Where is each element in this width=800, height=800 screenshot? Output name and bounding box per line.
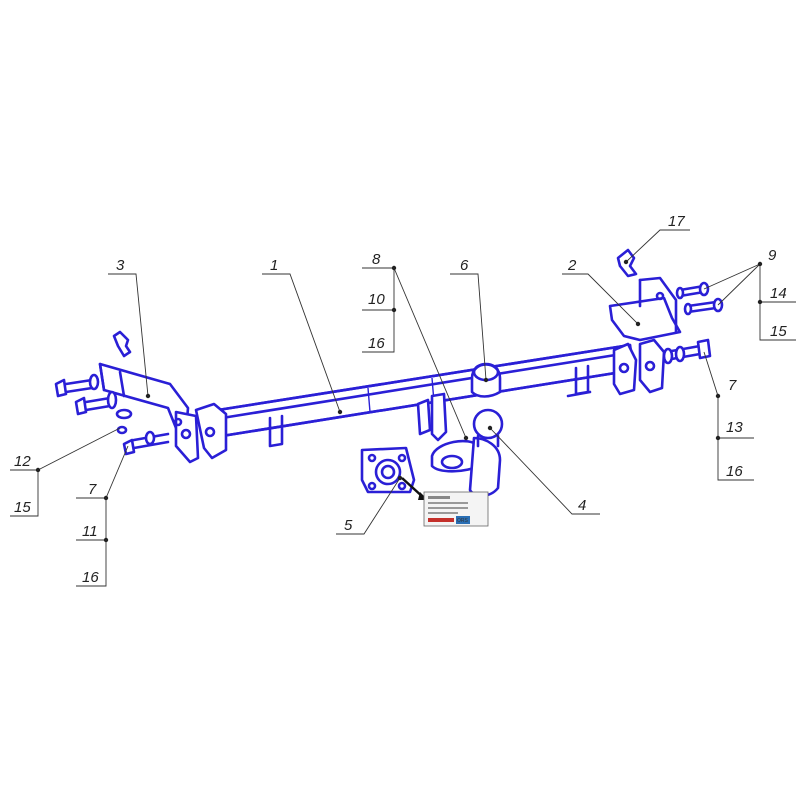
part-3-left-bracket: [98, 362, 228, 464]
leader-lines: [10, 229, 796, 587]
callout-9: 9: [768, 247, 777, 264]
callout-6: 6: [460, 257, 469, 274]
callout-16-left: 16: [82, 569, 99, 586]
callout-13: 13: [726, 419, 743, 436]
callout-5: 5: [344, 517, 353, 534]
callout-2: 2: [567, 257, 577, 274]
callout-17: 17: [668, 213, 685, 230]
callout-11: 11: [82, 523, 98, 540]
leader-dots: [35, 259, 763, 543]
id-plate: ORS: [401, 477, 489, 527]
part-4-tow-ball: [416, 392, 504, 498]
callout-4: 4: [578, 497, 586, 514]
callout-3: 3: [116, 257, 125, 274]
callout-12: 12: [14, 453, 31, 470]
callout-7-left: 7: [88, 481, 97, 498]
callout-16-right: 16: [726, 463, 743, 480]
part-2-right-bracket: [608, 276, 682, 396]
callout-7-right: 7: [728, 377, 737, 394]
callout-8: 8: [372, 251, 381, 268]
callout-15-right: 15: [770, 323, 787, 340]
plate-brand-label: ORS: [457, 518, 469, 524]
callout-16-top: 16: [368, 335, 385, 352]
callout-14: 14: [770, 285, 787, 302]
callout-1: 1: [270, 257, 278, 274]
callout-numbers: 3 1 8 10 16 6 2 17 9 14 15 7 13 16 4 5 1…: [14, 213, 787, 586]
part-5-socket-plate: [360, 446, 416, 494]
callout-10: 10: [368, 291, 385, 308]
callout-15-left: 15: [14, 499, 31, 516]
left-fasteners: [54, 330, 170, 456]
